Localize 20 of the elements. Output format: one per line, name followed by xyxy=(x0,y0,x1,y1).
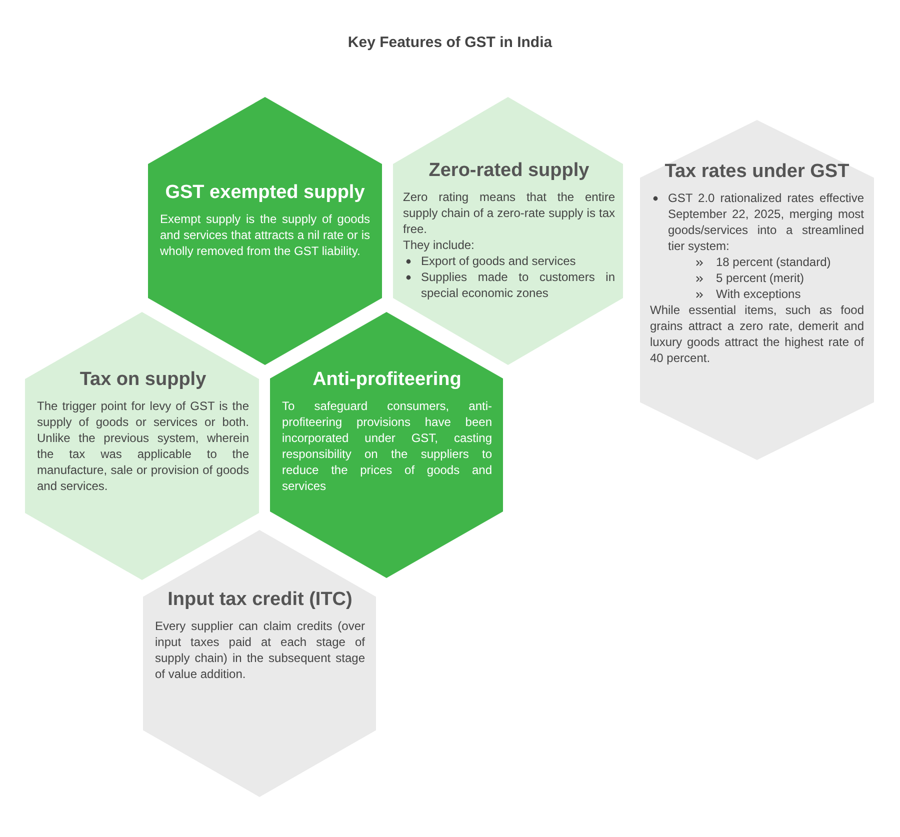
sub-bullet-item: 5 percent (merit) xyxy=(650,270,864,286)
sub-bullet-item: 18 percent (standard) xyxy=(650,254,864,270)
description: To safeguard consumers, anti-profiteering provisions have been incorporated under GST, casting responsibility on the suppliers to reduce the prices of goods and services xyxy=(282,398,492,494)
heading: Input tax credit (ITC) xyxy=(166,592,354,608)
heading: Tax on supply xyxy=(78,372,208,388)
bullet-item: Supplies made to customers in special economic zones xyxy=(403,269,615,301)
description: Every supplier can claim credits (over input taxes paid at each stage of supply chain) in the subsequent stage of value addition. xyxy=(155,618,365,682)
heading: Zero-rated supply xyxy=(428,163,590,179)
description: While essential items, such as food grains attract a zero rate, demerit and luxury goods attract the highest rate of 40 percent. xyxy=(650,302,864,366)
description: Exempt supply is the supply of goods and services that attracts a nil rate or is wholly removed from the GST liability. xyxy=(160,211,370,259)
heading: GST exempted supply xyxy=(164,185,366,201)
heading: Anti-profiteering xyxy=(312,372,462,388)
description: The trigger point for levy of GST is the supply of goods or services or both. Unlike the previous system, wherein the tax was applicable to the manufacture, sale or provision of goods and services. xyxy=(37,398,249,494)
bullet-item: Export of goods and services xyxy=(403,253,615,269)
description: They include: xyxy=(403,237,476,253)
bullet-item: GST 2.0 rationalized rates effective September 22, 2025, merging most goods/services into a streamlined tier system: xyxy=(650,190,864,254)
heading: Tax rates under GST xyxy=(664,164,850,180)
description: Zero rating means that the entire supply chain of a zero-rate supply is tax free. xyxy=(403,189,615,237)
sub-bullet-item: With exceptions xyxy=(650,286,864,302)
title: Key Features of GST in India xyxy=(346,34,554,51)
